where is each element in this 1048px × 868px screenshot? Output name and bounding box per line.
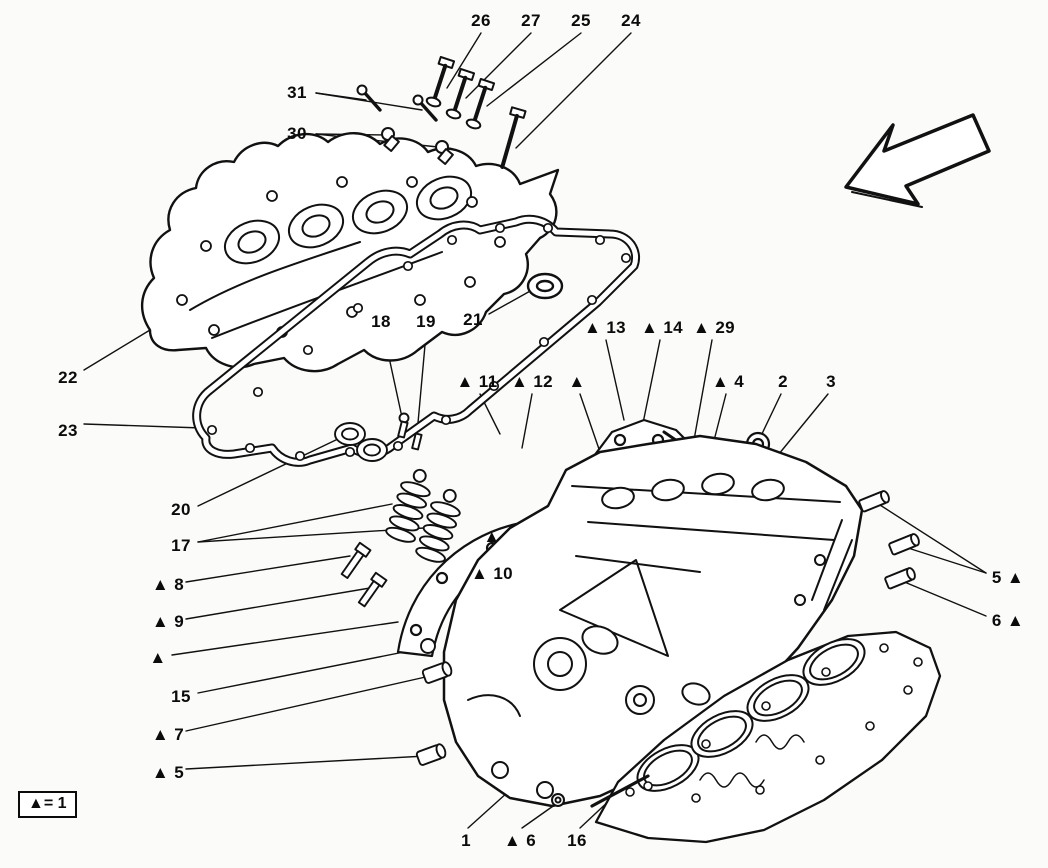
head-gasket: [594, 630, 942, 844]
callout-1: 1: [461, 831, 471, 850]
callout-8: ▲ 8: [151, 575, 185, 594]
callout-2: 2: [778, 372, 788, 391]
callout-triangle-left: ▲: [149, 648, 167, 667]
callout-16: 16: [567, 831, 587, 850]
callout-17: 17: [171, 536, 191, 555]
callout-23: 23: [58, 421, 78, 440]
callout-26: 26: [471, 11, 491, 30]
callout-21: 21: [463, 310, 483, 329]
legend-quantity-note: ▲= 1: [18, 791, 77, 818]
seal-grommet: [526, 272, 564, 300]
callout-30: 30: [287, 124, 307, 143]
valve-keepers: [397, 412, 423, 451]
head-bolts: [340, 541, 388, 608]
callout-11: ▲ 11: [456, 372, 498, 391]
head-bushings: [415, 638, 453, 766]
callout-14: ▲ 14: [640, 318, 684, 337]
callout-4: ▲ 4: [711, 372, 745, 391]
callout-27: 27: [521, 11, 541, 30]
callout-triangle-mid: ▲: [568, 372, 586, 391]
callout-22: 22: [58, 368, 78, 387]
callout-3: 3: [826, 372, 836, 391]
dowel-pin-16: [551, 774, 650, 808]
callout-6-right: 6 ▲: [991, 611, 1025, 630]
cam-cover-gasket: [192, 214, 640, 467]
fittings-30: [381, 127, 454, 165]
callout-13: ▲ 13: [583, 318, 627, 337]
callout-5-right: 5 ▲: [991, 568, 1025, 587]
callout-9: ▲ 9: [151, 612, 185, 631]
callout-18: 18: [371, 312, 391, 331]
callout-7: ▲ 7: [151, 725, 185, 744]
callout-5-left: ▲ 5: [151, 763, 185, 782]
callout-15: 15: [171, 687, 191, 706]
callout-25: 25: [571, 11, 591, 30]
valve-spring-2: [415, 488, 461, 563]
cam-cover: [141, 132, 560, 373]
callout-19: 19: [416, 312, 436, 331]
callout-29: ▲ 29: [692, 318, 736, 337]
callout-12: ▲ 12: [510, 372, 554, 391]
callout-24: 24: [621, 11, 641, 30]
callout-31: 31: [287, 83, 307, 102]
tappets-and-springs: [334, 412, 461, 563]
direction-arrow-icon: [844, 113, 991, 208]
locating-dowels: [858, 490, 920, 590]
callout-10: ▲ 10: [470, 564, 514, 583]
valve-spring-1: [385, 468, 431, 543]
callout-triangle-center: ▲: [483, 527, 501, 546]
callout-20: 20: [171, 500, 191, 519]
cover-screws: [356, 56, 527, 169]
small-screws-31: [356, 84, 438, 122]
cylinder-head: [442, 434, 864, 808]
callout-6-bottom: ▲ 6: [503, 831, 537, 850]
